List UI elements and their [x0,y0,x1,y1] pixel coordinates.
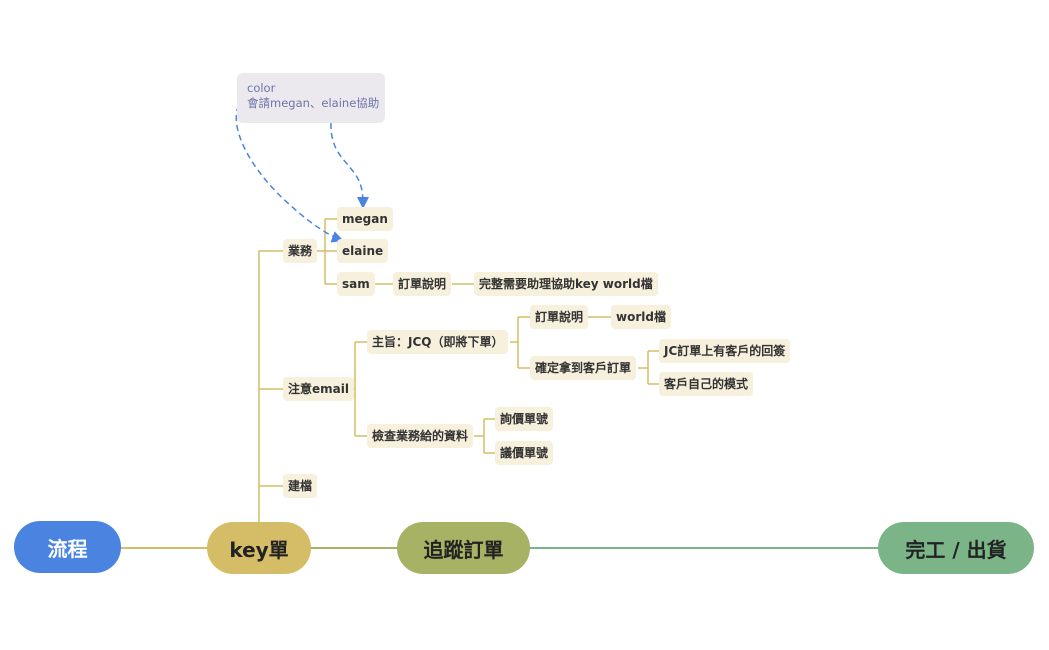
complete-ship-label: 完工 / 出貨 [905,537,1007,562]
member-elaine[interactable]: elaine [337,239,389,263]
note-arrow-to-elaine [235,96,344,243]
process-node[interactable]: 流程 [14,521,121,573]
filing-node[interactable]: 建檔 [283,474,318,498]
check-data-node[interactable]: 檢查業務給的資料 [367,424,474,448]
member-sam[interactable]: sam [337,272,375,296]
key-order-node[interactable]: key單 [207,522,311,574]
sam-order-desc[interactable]: 訂單說明 [393,272,452,296]
world-file-node[interactable]: world檔 [611,305,671,329]
note-callout: color 會請megan、elaine協助 [237,73,385,123]
negotiation-no-node[interactable]: 議價單號 [495,441,554,465]
subject-order-desc[interactable]: 訂單說明 [530,305,589,329]
complete-ship-node[interactable]: 完工 / 出貨 [878,522,1034,574]
sales-node[interactable]: 業務 [283,239,318,263]
jc-reply-node[interactable]: JC訂單上有客戶的回簽 [659,339,791,363]
own-mode-node[interactable]: 客戶自己的模式 [659,372,754,396]
sam-detail[interactable]: 完整需要助理協助key world檔 [474,272,658,296]
track-order-node[interactable]: 追蹤訂單 [397,522,530,574]
note-arrow-to-megan [330,122,369,209]
note-line-2: 會請megan、elaine協助 [247,96,380,110]
email-node[interactable]: 注意email [283,377,354,401]
confirm-order-node[interactable]: 確定拿到客戶訂單 [530,356,637,380]
track-order-label: 追蹤訂單 [423,537,504,562]
process-label: 流程 [47,536,88,561]
key-order-label: key單 [229,537,289,562]
inquiry-no-node[interactable]: 詢價單號 [495,407,554,431]
member-megan[interactable]: megan [337,207,393,231]
note-line-1: color [247,81,276,95]
subject-node[interactable]: 主旨：JCQ（即將下單） [367,330,509,354]
